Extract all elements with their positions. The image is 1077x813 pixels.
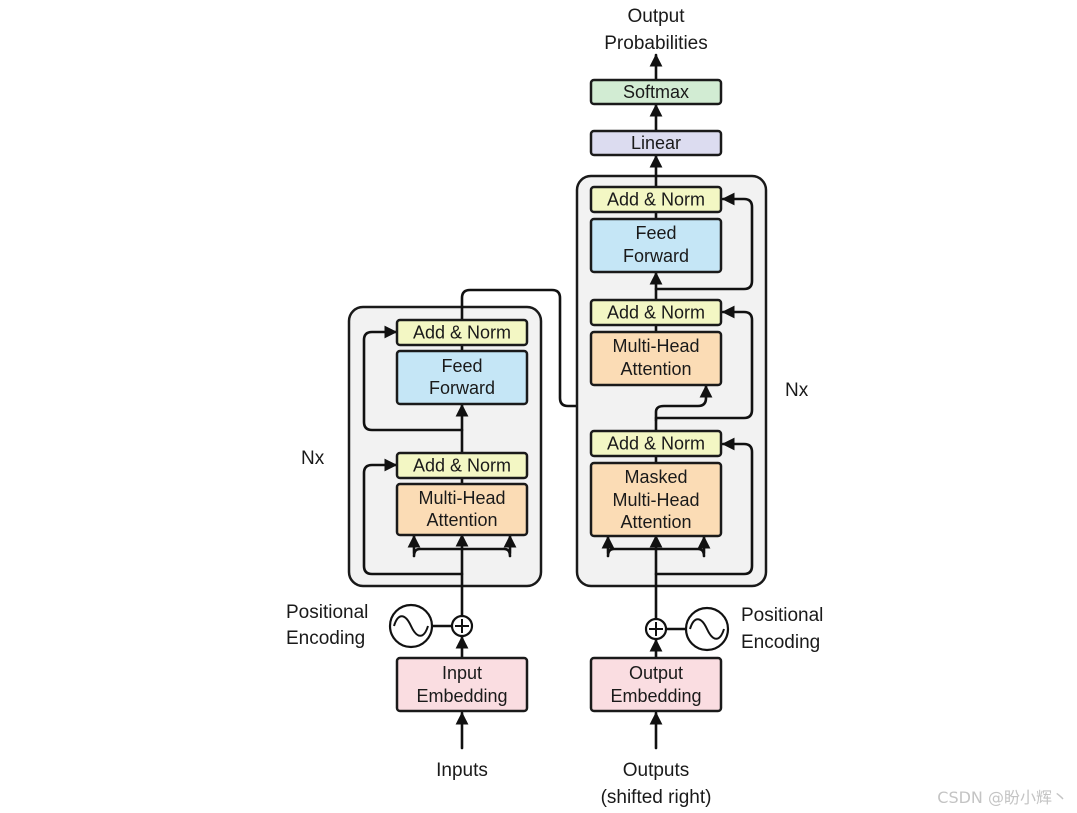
decoder-positional-label-1: Positional (741, 605, 823, 626)
outputs-label-1: Outputs (623, 760, 690, 781)
input-embedding-label-2: Embedding (416, 686, 507, 706)
decoder-feed-forward-label-2: Forward (623, 246, 689, 266)
masked-attention-label-1: Masked (624, 467, 687, 487)
decoder-sine-wave-icon (684, 606, 730, 652)
encoder-sine-wave-icon (388, 603, 434, 649)
softmax-label: Softmax (623, 82, 689, 102)
input-embedding (395, 656, 529, 713)
outputs-label-2: (shifted right) (601, 787, 712, 808)
encoder-positional-label-2: Encoding (286, 628, 365, 649)
decoder-attention-label-1: Multi-Head (612, 336, 699, 356)
masked-attention-label-2: Multi-Head (612, 490, 699, 510)
encoder-attention-label-2: Attention (426, 510, 497, 530)
output-embedding (589, 656, 723, 713)
decoder-add-norm-top (589, 185, 723, 214)
encoder-add-norm-top (395, 318, 529, 347)
encoder-add-norm-top-label: Add & Norm (413, 323, 511, 343)
output-embedding-label-1: Output (629, 663, 683, 683)
decoder-add-norm-middle-label: Add & Norm (607, 303, 705, 323)
encoder-feed-forward-label-1: Feed (441, 356, 482, 376)
encoder-stack (347, 305, 543, 588)
linear-layer (589, 129, 723, 157)
decoder-attention-label-2: Attention (620, 359, 691, 379)
output-probabilities-label-2: Probabilities (604, 33, 708, 54)
watermark: CSDN @盼小辉丶 (937, 788, 1068, 807)
encoder-add-norm-bottom (395, 451, 529, 480)
softmax-layer (589, 78, 723, 106)
input-embedding-label-1: Input (442, 663, 482, 683)
encoder-repeat-label: Nx (301, 448, 325, 469)
encoder-positional-label-1: Positional (286, 602, 368, 623)
encoder-multi-head-attention (395, 482, 529, 537)
encoder-attention-label-1: Multi-Head (418, 488, 505, 508)
decoder-masked-multi-head-attention (589, 461, 723, 538)
decoder-add-norm-bottom (589, 429, 723, 458)
decoder-positional-label-2: Encoding (741, 632, 820, 653)
decoder-feed-forward (589, 217, 723, 274)
output-embedding-label-2: Embedding (610, 686, 701, 706)
decoder-multi-head-attention (589, 330, 723, 387)
output-probabilities-label-1: Output (627, 6, 685, 27)
encoder-feed-forward (395, 349, 529, 406)
decoder-add-norm-bottom-label: Add & Norm (607, 434, 705, 454)
decoder-add-norm-top-label: Add & Norm (607, 190, 705, 210)
encoder-add-norm-bottom-label: Add & Norm (413, 456, 511, 476)
inputs-label: Inputs (436, 760, 488, 781)
decoder-repeat-label: Nx (785, 380, 809, 401)
masked-attention-label-3: Attention (620, 512, 691, 532)
decoder-add-norm-middle (589, 298, 723, 327)
encoder-feed-forward-label-2: Forward (429, 378, 495, 398)
linear-label: Linear (631, 133, 681, 153)
decoder-feed-forward-label-1: Feed (635, 223, 676, 243)
decoder-connections (601, 53, 754, 659)
